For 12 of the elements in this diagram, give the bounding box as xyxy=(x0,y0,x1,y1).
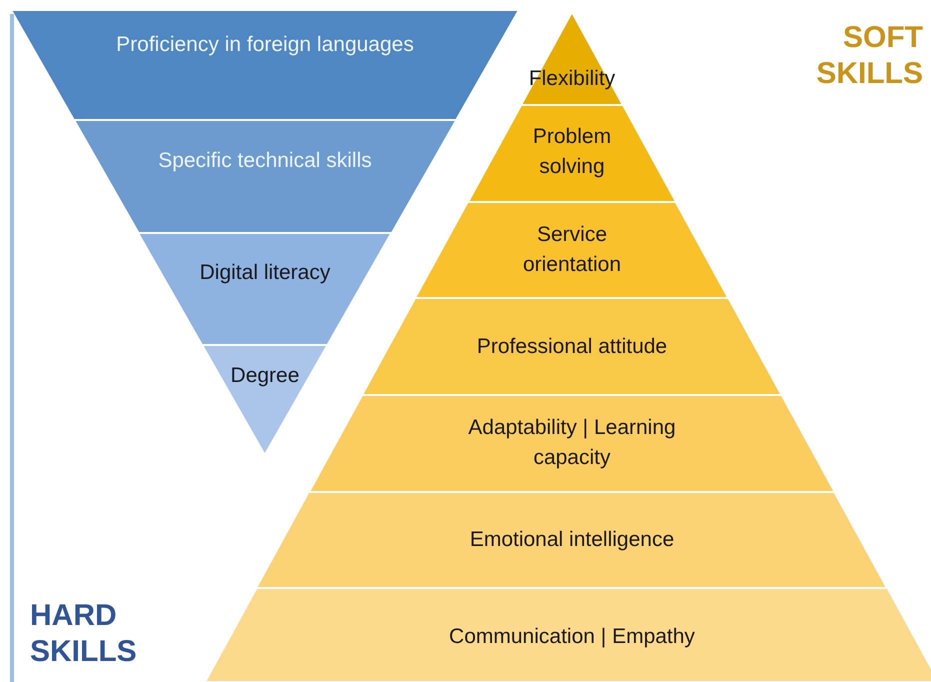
tier-label: Emotional intelligence xyxy=(468,527,676,553)
tier-label: Communication | Empathy xyxy=(448,624,696,650)
tier-label: Problem solving xyxy=(532,124,612,180)
tier-label: Professional attitude xyxy=(476,334,668,360)
tier-label: Adaptability | Learning capacity xyxy=(467,415,677,471)
section-heading: HARD SKILLS xyxy=(30,598,138,670)
tier-label: Specific technical skills xyxy=(157,148,373,174)
tier-label: Digital literacy xyxy=(198,260,332,286)
tier-label: Service orientation xyxy=(522,222,622,278)
tier-label: Degree xyxy=(230,363,300,389)
tier-label: Proficiency in foreign languages xyxy=(115,32,415,58)
section-heading: SOFT SKILLS xyxy=(815,20,923,92)
